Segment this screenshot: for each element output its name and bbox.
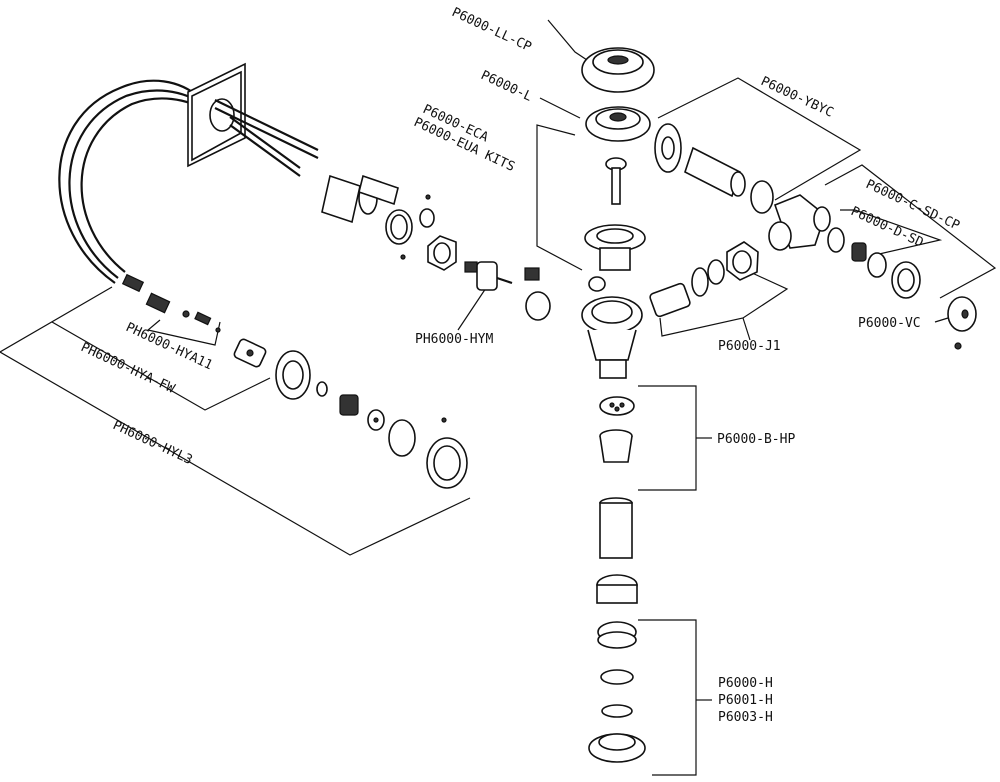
label-vc: P6000-VC	[858, 316, 921, 331]
label-h1: P6001-H	[718, 693, 773, 708]
right-components	[649, 123, 977, 350]
small-connectors	[121, 273, 267, 368]
supply-tubes	[321, 174, 457, 271]
label-l: P6000-L	[478, 68, 534, 105]
label-h3: P6003-H	[718, 710, 773, 725]
label-ll-cp: P6000-LL-CP	[449, 5, 534, 55]
leader-lines	[0, 19, 997, 776]
label-b-hp: P6000-B-HP	[717, 432, 795, 447]
label-hyl3: PH6000-HYL3	[110, 418, 194, 468]
label-h: P6000-H	[718, 676, 773, 691]
valve-stack	[581, 47, 655, 763]
hym-cartridge	[464, 261, 551, 321]
label-j1: P6000-J1	[718, 339, 781, 354]
label-hym: PH6000-HYM	[415, 332, 493, 347]
wall-plate-assembly	[58, 62, 319, 284]
hyl3-components	[275, 350, 468, 489]
